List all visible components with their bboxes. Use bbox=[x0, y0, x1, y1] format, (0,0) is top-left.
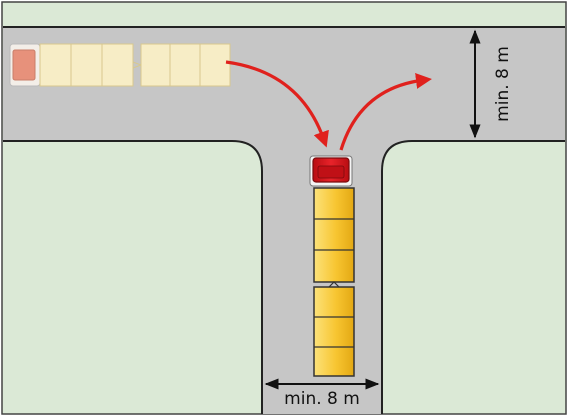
dimension-horizontal-label: min. 8 m bbox=[284, 389, 360, 409]
truck-ghost bbox=[9, 43, 231, 87]
arrow-turn-out bbox=[339, 73, 432, 151]
truck-reversing bbox=[309, 155, 355, 377]
road-edge-left-corner bbox=[3, 140, 263, 414]
dimension-vertical: min. 8 m bbox=[469, 29, 513, 139]
dimension-horizontal: min. 8 m bbox=[264, 378, 380, 409]
arrow-turn-in bbox=[225, 60, 329, 148]
road-surface bbox=[3, 27, 565, 414]
dimension-vertical-label: min. 8 m bbox=[493, 46, 513, 122]
road-edge-right-corner bbox=[381, 140, 565, 414]
